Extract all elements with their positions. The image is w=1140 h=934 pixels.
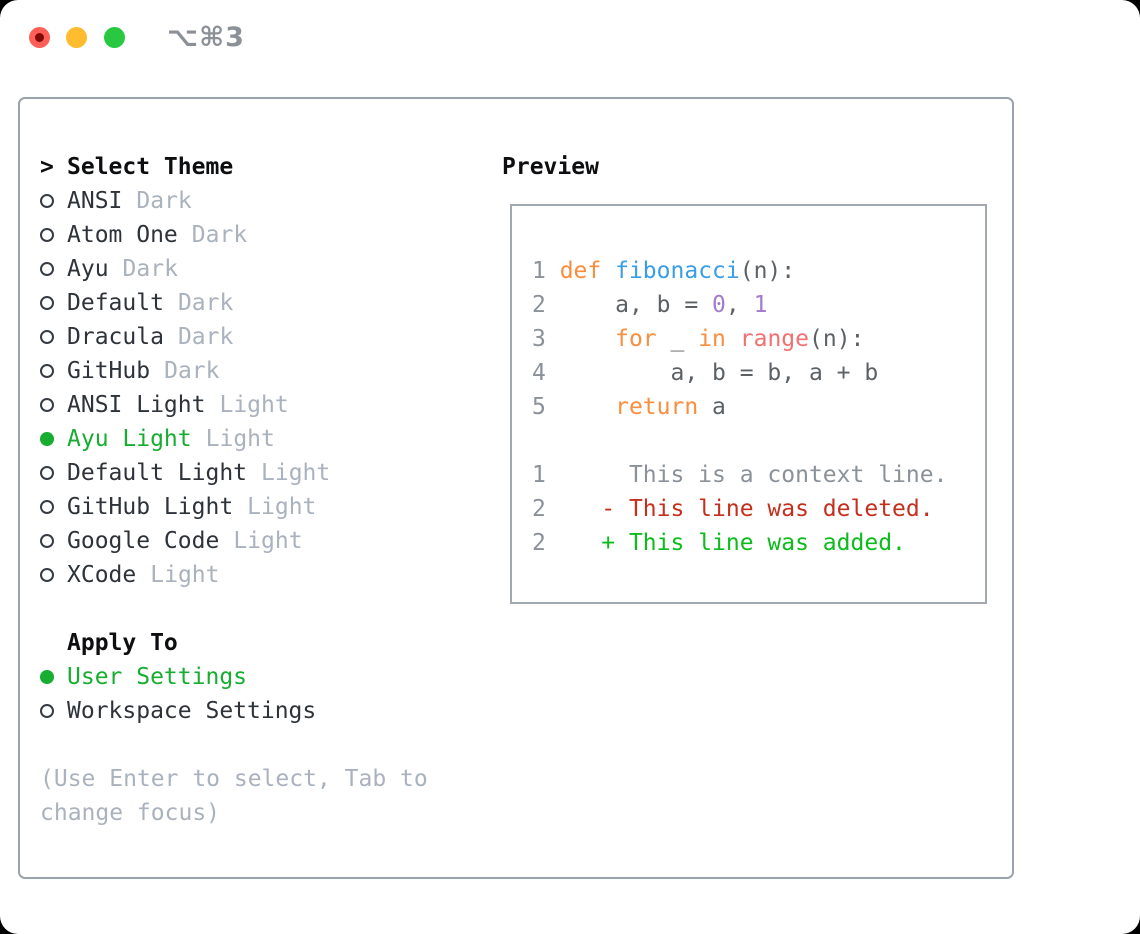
theme-option-dracula[interactable]: Dracula Dark	[40, 320, 480, 354]
select-theme-header-row: > Select Theme	[40, 150, 480, 184]
keyboard-hint: (Use Enter to select, Tab to change focu…	[40, 766, 428, 826]
apply-option-label: Workspace Settings	[67, 698, 317, 724]
code-line: 4 a, b = b, a + b	[532, 360, 879, 386]
radio-cell	[40, 262, 67, 276]
theme-name: Atom One	[67, 222, 178, 248]
theme-variant-tag: Light	[150, 562, 220, 588]
code-line: 5 return a	[532, 394, 726, 420]
theme-variant-tag: Dark	[136, 188, 192, 214]
radio-selected-icon	[40, 432, 54, 446]
radio-cell	[40, 534, 67, 548]
code-line: 1 def fibonacci(n):	[532, 258, 796, 284]
code-line: 2 + This line was added.	[532, 530, 906, 556]
close-button[interactable]	[29, 27, 50, 48]
code-line: 1 This is a context line.	[532, 462, 948, 488]
select-theme-header: Select Theme	[67, 154, 234, 180]
theme-name: Ayu	[67, 256, 109, 282]
title-bar: ⌥⌘3	[0, 0, 1140, 75]
radio-unselected-icon	[40, 194, 54, 208]
theme-name: Default	[67, 290, 164, 316]
apply-option-workspace-settings[interactable]: Workspace Settings	[40, 694, 480, 728]
theme-name: GitHub	[67, 358, 151, 384]
theme-option-github[interactable]: GitHub Dark	[40, 354, 480, 388]
preview-code: 1 def fibonacci(n): 2 a, b = 0, 1 3 for _ …	[532, 254, 985, 560]
focus-caret-icon: >	[40, 154, 54, 180]
theme-option-default-light[interactable]: Default Light Light	[40, 456, 480, 490]
apply-to-header: Apply To	[67, 630, 178, 656]
radio-cell	[40, 228, 67, 242]
zoom-button[interactable]	[104, 27, 125, 48]
spacer	[40, 592, 480, 626]
code-line: 2 a, b = 0, 1	[532, 292, 768, 318]
radio-unselected-icon	[40, 296, 54, 310]
preview-box: 1 def fibonacci(n): 2 a, b = 0, 1 3 for _ …	[510, 204, 987, 604]
radio-unselected-icon	[40, 228, 54, 242]
theme-name: ANSI Light	[67, 392, 206, 418]
radio-cell	[40, 704, 67, 718]
radio-unselected-icon	[40, 398, 54, 412]
radio-unselected-icon	[40, 364, 54, 378]
minimize-button[interactable]	[66, 27, 87, 48]
radio-unselected-icon	[40, 262, 54, 276]
theme-variant-tag: Dark	[122, 256, 178, 282]
theme-option-ansi[interactable]: ANSI Dark	[40, 184, 480, 218]
theme-option-ansi-light[interactable]: ANSI Light Light	[40, 388, 480, 422]
theme-variant-tag: Dark	[191, 222, 248, 248]
apply-option-user-settings[interactable]: User Settings	[40, 660, 480, 694]
radio-cell	[40, 296, 67, 310]
radio-cell	[40, 364, 67, 378]
radio-unselected-icon	[40, 500, 54, 514]
radio-unselected-icon	[40, 568, 54, 582]
window-shortcut-label: ⌥⌘3	[167, 22, 245, 53]
radio-cell	[40, 500, 67, 514]
theme-name: ANSI	[67, 188, 123, 214]
preview-column: Preview 1 def fibonacci(n): 2 a, b = 0, 1…	[502, 150, 1007, 604]
theme-name: Default Light	[67, 460, 248, 486]
theme-name: Ayu Light	[67, 426, 192, 452]
theme-variant-tag: Light	[261, 460, 331, 486]
theme-variant-tag: Light	[233, 528, 303, 554]
radio-unselected-icon	[40, 330, 54, 344]
theme-option-ayu-light[interactable]: Ayu Light Light	[40, 422, 480, 456]
theme-name: Dracula	[67, 324, 164, 350]
theme-option-ayu[interactable]: Ayu Dark	[40, 252, 480, 286]
spacer	[40, 728, 480, 762]
code-line: 3 for _ in range(n):	[532, 326, 865, 352]
theme-variant-tag: Light	[219, 392, 289, 418]
radio-cell	[40, 568, 67, 582]
radio-cell	[40, 194, 67, 208]
theme-name: XCode	[67, 562, 137, 588]
theme-variant-tag: Light	[205, 426, 275, 452]
radio-cell	[40, 466, 67, 480]
radio-cell	[40, 432, 67, 446]
apply-option-label: User Settings	[67, 664, 248, 690]
close-button-dot-icon	[35, 33, 44, 42]
radio-unselected-icon	[40, 704, 54, 718]
apply-to-header-row: Apply To	[40, 626, 480, 660]
theme-option-google-code[interactable]: Google Code Light	[40, 524, 480, 558]
radio-cell	[40, 398, 67, 412]
radio-unselected-icon	[40, 466, 54, 480]
radio-unselected-icon	[40, 534, 54, 548]
theme-variant-tag: Dark	[177, 290, 234, 316]
theme-variant-tag: Dark	[164, 358, 220, 384]
code-line: 2 - This line was deleted.	[532, 496, 934, 522]
theme-option-github-light[interactable]: GitHub Light Light	[40, 490, 480, 524]
theme-name: Google Code	[67, 528, 220, 554]
theme-variant-tag: Dark	[177, 324, 234, 350]
theme-option-atom-one[interactable]: Atom One Dark	[40, 218, 480, 252]
preview-header: Preview	[502, 154, 599, 180]
theme-option-default[interactable]: Default Dark	[40, 286, 480, 320]
theme-option-xcode[interactable]: XCode Light	[40, 558, 480, 592]
theme-variant-tag: Light	[247, 494, 317, 520]
radio-cell	[40, 670, 67, 684]
theme-name: GitHub Light	[67, 494, 234, 520]
radio-selected-icon	[40, 670, 54, 684]
blank-line	[532, 424, 985, 458]
radio-cell	[40, 330, 67, 344]
